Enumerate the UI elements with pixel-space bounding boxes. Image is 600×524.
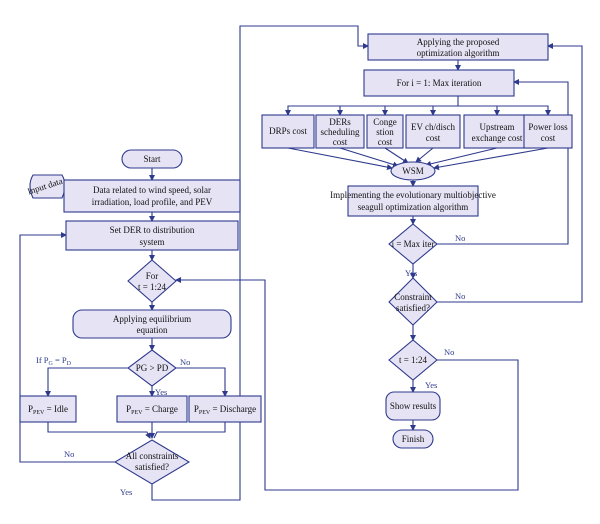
arrow-left-to-right	[151, 25, 369, 501]
cost-box-ev: EV ch/disch cost	[405, 114, 461, 149]
cost-ders-line3: cost	[333, 137, 348, 147]
pg-pd-label: PG > PD	[136, 363, 169, 373]
implement-line1: Implementing the evolutionary multiobjec…	[330, 190, 496, 200]
wsm-node: WSM	[390, 161, 436, 181]
wsm-label: WSM	[402, 166, 424, 176]
max-iter-diamond: i = Max iter	[388, 223, 438, 265]
cost-ders-line1: DERs	[329, 117, 351, 127]
all-constraints-diamond: All constraints satisfied?	[113, 439, 191, 485]
constraint-line1: Constraint	[394, 292, 432, 302]
implement-line2: seagull optimization algorithm	[358, 202, 468, 212]
cost-congestion-line2: stion	[376, 127, 394, 137]
t-check-yes-label: Yes	[425, 380, 437, 390]
constraint-no-label: No	[455, 291, 465, 301]
apply-line2: optimization algorithm	[417, 48, 500, 58]
constraint-line2: satisfied?	[396, 303, 430, 313]
start-label: Start	[144, 154, 161, 164]
t-check-label: t = 1:24	[399, 355, 428, 365]
all-constraints-line1: All constraints	[126, 451, 179, 461]
discharge-box: PPEV = Discharge	[188, 395, 262, 423]
for-t-line1: For	[146, 271, 159, 281]
cost-upstream-line1: Upstream	[480, 122, 515, 132]
apply-line1: Applying the proposed	[417, 37, 500, 47]
cost-powerloss-line2: cost	[541, 133, 556, 143]
arrow-congestion-to-wsm	[384, 147, 409, 164]
data-box: Data related to wind speed, solar irradi…	[63, 179, 241, 213]
for-iteration-label: For i = 1: Max iteration	[397, 78, 482, 88]
arrow-ev-to-wsm	[415, 147, 434, 163]
data-line1: Data related to wind speed, solar	[93, 185, 211, 195]
cost-box-drps: DRPs cost	[261, 114, 315, 149]
arrow-to-drps	[285, 96, 459, 116]
implement-algorithm-box: Implementing the evolutionary multiobjec…	[330, 185, 496, 217]
cost-box-powerloss: Power loss cost	[523, 114, 573, 149]
set-der-box: Set DER to distribution system	[65, 220, 239, 251]
charge-box: PPEV = Charge	[116, 395, 188, 423]
arrow-to-powerloss	[497, 105, 551, 116]
cost-drps-line1: DRPs cost	[269, 126, 307, 136]
cost-powerloss-line1: Power loss	[528, 122, 568, 132]
pg-pd-diamond: PG > PD	[127, 349, 177, 387]
show-results-box: Show results	[385, 391, 441, 421]
arrow-drps-to-wsm	[287, 147, 393, 171]
cost-upstream-line2: exchange cost	[472, 133, 523, 143]
idle-box: PPEV = Idle	[19, 395, 77, 423]
idle-label: PPEV = Idle	[28, 404, 68, 416]
data-line2: irradiation, load profile, and PEV	[92, 197, 213, 207]
finish-node: Finish	[392, 429, 434, 449]
if-pg-equals-pd-label: If PG = PD	[36, 355, 72, 367]
cost-ev-line1: EV ch/disch	[411, 122, 456, 132]
arrow-powerloss-to-wsm	[433, 147, 549, 171]
cost-congestion-line1: Conge	[373, 117, 397, 127]
arrow-maxiter-no-loop	[437, 79, 569, 245]
finish-label: Finish	[402, 434, 425, 444]
arrow-discharge-to-constraints	[153, 422, 226, 439]
cost-ders-line2: scheduling	[321, 127, 360, 137]
all-constraints-line2: satisfied?	[135, 462, 169, 472]
input-data-node: Input data	[26, 174, 66, 199]
t-check-diamond: t = 1:24	[388, 339, 438, 381]
set-der-line2: system	[139, 237, 164, 247]
cost-congestion-line3: cost	[378, 137, 393, 147]
arrow-to-idle	[45, 367, 128, 397]
arrow-ders-to-wsm	[339, 147, 399, 168]
arrow-to-upstream	[458, 105, 500, 116]
for-t-line2: t = 1:24	[138, 282, 167, 292]
equilibrium-box: Applying equilibrium equation	[72, 309, 232, 339]
arrow-tcheck-no-loop	[175, 277, 519, 491]
discharge-label: PPEV = Discharge	[194, 404, 256, 416]
for-iteration-box: For i = 1: Max iteration	[363, 69, 515, 97]
constraints-yes-label: Yes	[120, 487, 132, 497]
constraints-no-label: No	[64, 449, 74, 459]
cost-box-ders: DERs scheduling cost	[315, 114, 365, 149]
for-t-diamond: For t = 1:24	[127, 259, 177, 303]
cost-boxes: DRPs cost DERs scheduling cost Conge sti…	[261, 114, 573, 149]
set-der-line1: Set DER to distribution	[110, 225, 195, 235]
pg-pd-yes-label: Yes	[155, 387, 167, 397]
start-node: Start	[121, 149, 183, 169]
apply-algorithm-box: Applying the proposed optimization algor…	[367, 33, 549, 61]
max-iter-label: i = Max iter	[392, 239, 435, 249]
charge-label: PPEV = Charge	[126, 404, 178, 416]
arrow-constraints-no-loop	[19, 232, 115, 463]
arrow-to-discharge	[176, 367, 228, 397]
cost-ev-line2: cost	[426, 133, 441, 143]
arrow-idle-to-constraints	[47, 422, 151, 439]
connectors	[19, 25, 583, 501]
cost-box-congestion: Conge stion cost	[366, 114, 404, 149]
equilibrium-line2: equation	[137, 325, 168, 335]
arrow-constraint-no-loop	[437, 43, 583, 303]
equilibrium-line1: Applying equilibrium	[113, 314, 191, 324]
max-iter-yes-label: Yes	[405, 268, 417, 278]
max-iter-no-label: No	[455, 233, 465, 243]
cost-box-upstream: Upstream exchange cost	[463, 114, 531, 149]
pg-pd-no-label: No	[180, 357, 190, 367]
constraint-diamond: Constraint satisfied?	[388, 277, 438, 326]
arrow-upstream-to-wsm	[425, 147, 498, 167]
t-check-no-label: No	[444, 347, 454, 357]
show-results-label: Show results	[390, 401, 437, 411]
